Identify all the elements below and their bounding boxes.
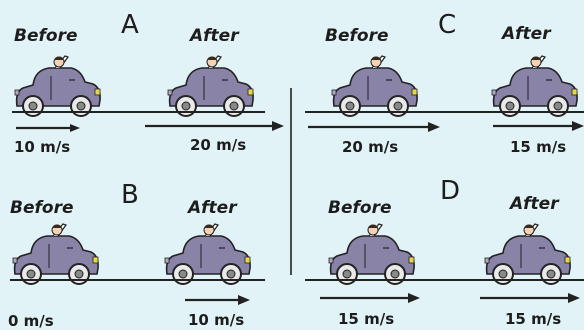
panel-c: C Before After 20 m/s 15 m/s [305, 10, 584, 156]
car-with-driver-icon [13, 224, 98, 284]
velocity-arrow-icon [480, 293, 580, 303]
velocity-arrow-icon [145, 121, 284, 131]
car-with-driver-icon [329, 224, 414, 284]
speed-label: 10 m/s [188, 311, 244, 329]
speed-label: 10 m/s [14, 138, 70, 156]
panel-d: D Before After 15 m/s 15 m/s [305, 176, 584, 328]
before-label: Before [14, 26, 77, 46]
before-label: Before [10, 198, 73, 218]
velocity-arrow-icon [493, 121, 584, 131]
after-label: After [500, 24, 552, 44]
velocity-arrow-icon [308, 122, 440, 132]
velocity-arrow-icon [16, 124, 80, 132]
car-with-driver-icon [15, 56, 100, 116]
speed-label: 15 m/s [338, 310, 394, 328]
after-label: After [508, 194, 560, 214]
panel-letter: D [440, 176, 460, 206]
panel-letter: A [121, 10, 139, 40]
car-with-driver-icon [168, 56, 253, 116]
car-with-driver-icon [165, 224, 250, 284]
before-label: Before [328, 198, 391, 218]
car-with-driver-icon [332, 56, 417, 116]
after-label: After [188, 26, 240, 46]
car-with-driver-icon [492, 56, 577, 116]
speed-label: 20 m/s [342, 138, 398, 156]
velocity-arrow-icon [185, 295, 250, 305]
panel-a: A Before After 10 m/s 20 m/s [12, 10, 284, 156]
before-label: Before [325, 26, 388, 46]
speed-label: 15 m/s [510, 138, 566, 156]
speed-label: 15 m/s [505, 310, 561, 328]
speed-label: 20 m/s [190, 136, 246, 154]
speed-label: 0 m/s [8, 312, 54, 330]
panel-b: B Before After 0 m/s 10 m/s [8, 180, 265, 330]
after-label: After [186, 198, 238, 218]
car-with-driver-icon [485, 224, 570, 284]
velocity-arrow-icon [320, 293, 420, 303]
panel-letter: B [121, 180, 139, 210]
panel-letter: C [438, 10, 456, 40]
